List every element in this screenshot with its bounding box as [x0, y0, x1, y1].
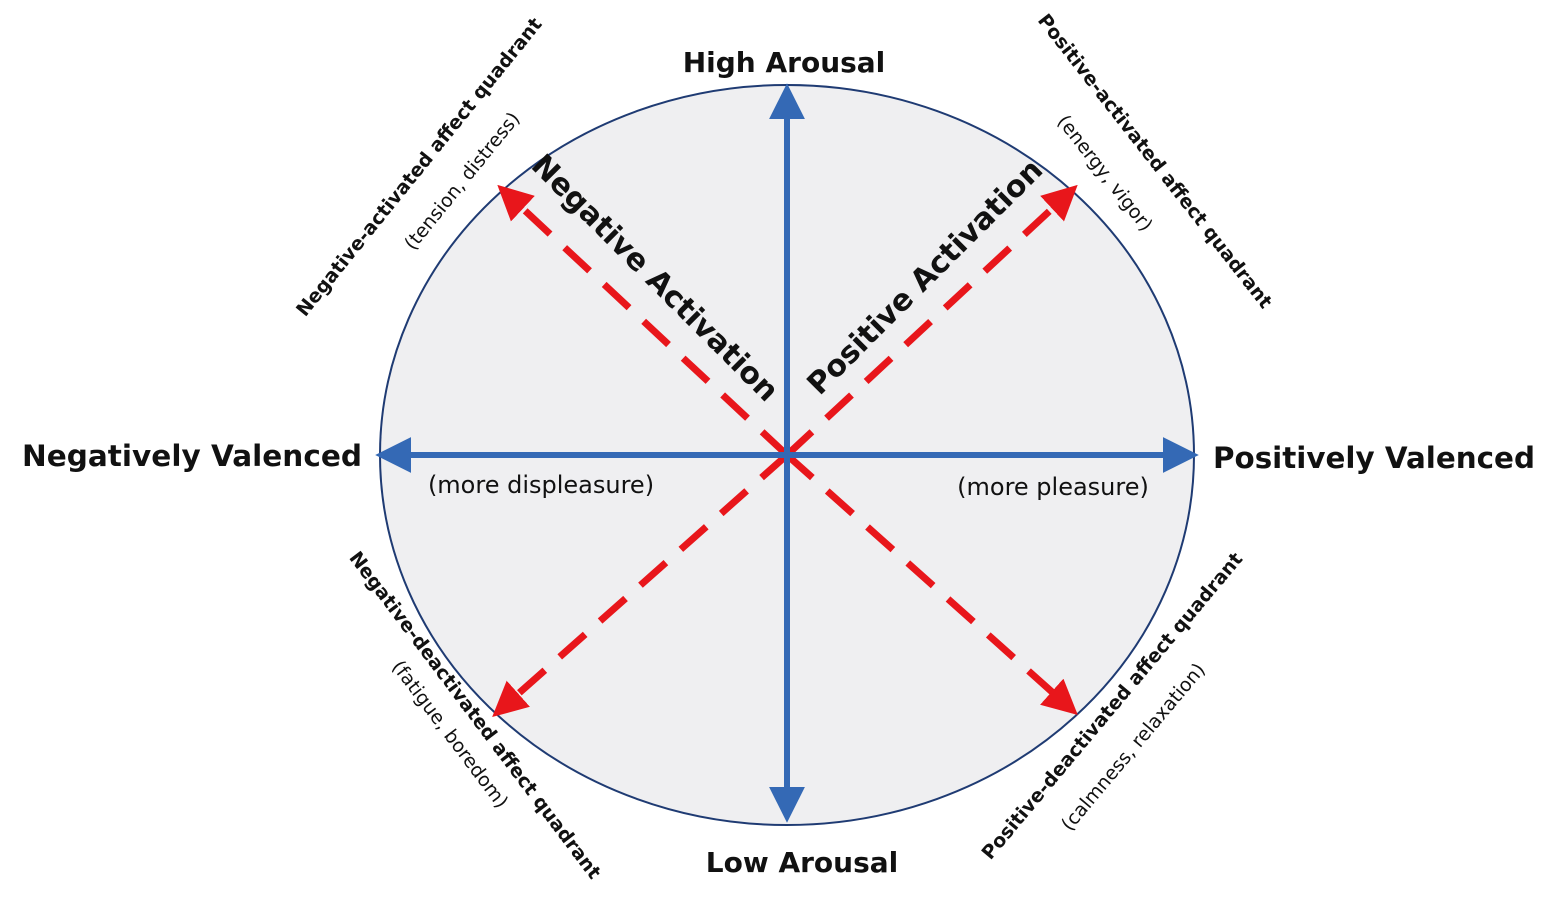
negative-activation-arrow [497, 184, 790, 458]
more-pleasure-label: (more pleasure) [957, 473, 1149, 501]
positively-valenced-label: Positively Valenced [1213, 441, 1535, 475]
high-arousal-label: High Arousal [683, 46, 886, 79]
positive-deactivation-arrow [784, 452, 1078, 715]
negatively-valenced-label: Negatively Valenced [22, 439, 362, 473]
low-arousal-label: Low Arousal [706, 846, 899, 879]
negative-deactivation-arrow [492, 452, 790, 717]
more-displeasure-label: (more displeasure) [428, 471, 654, 499]
positive-activation-arrow [784, 184, 1078, 458]
